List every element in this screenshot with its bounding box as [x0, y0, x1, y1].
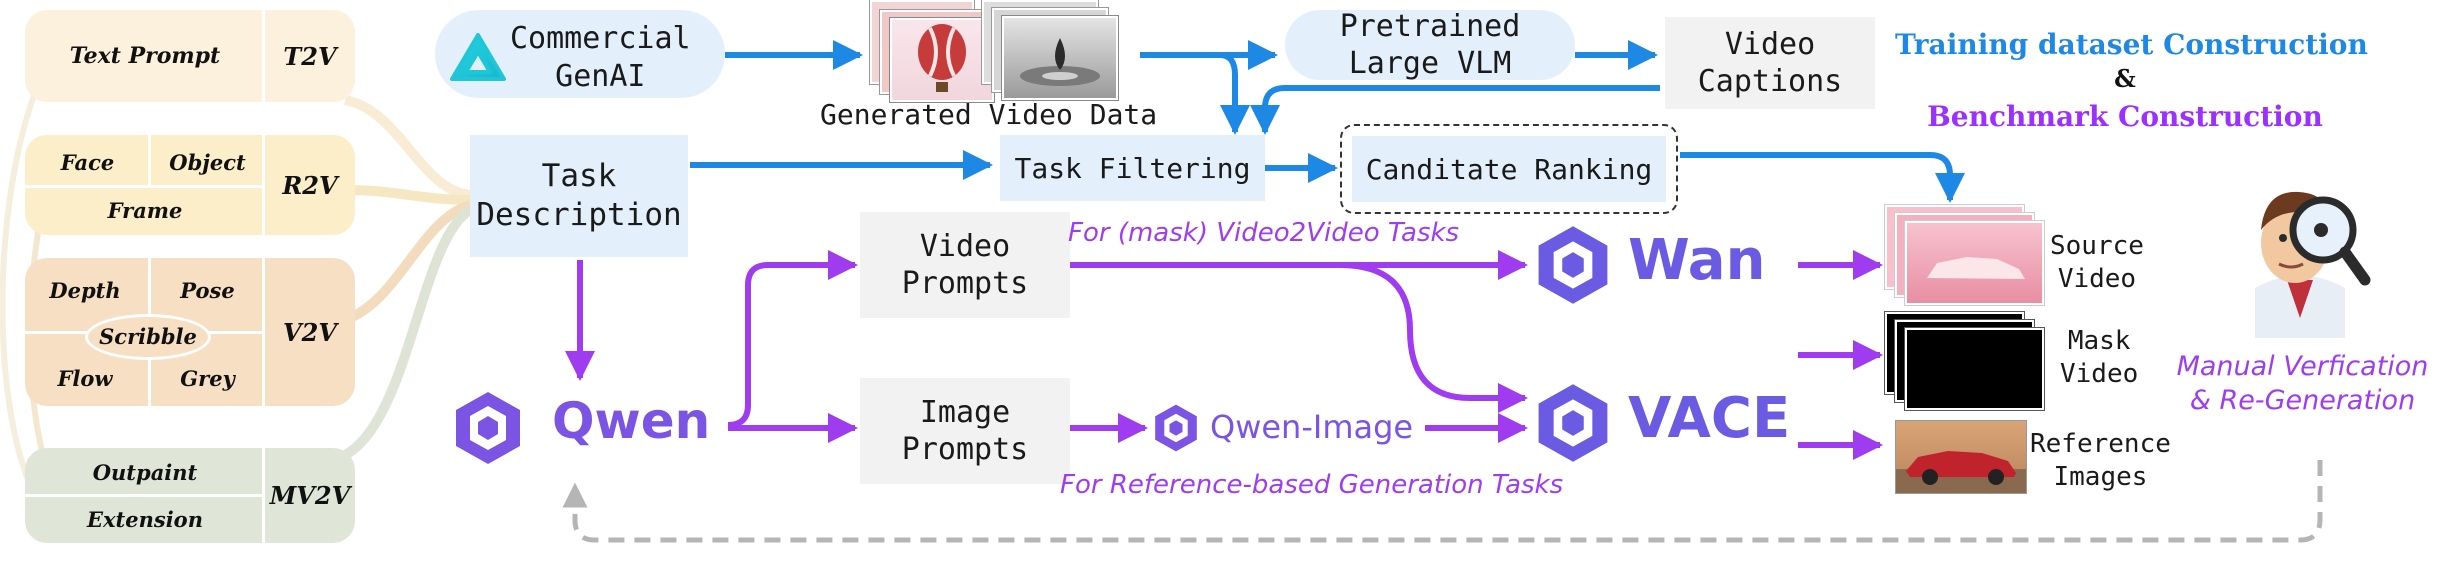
annotation-reference-tasks: For Reference-based Generation Tasks [1060, 470, 1564, 500]
r2v-face: Face [60, 149, 115, 175]
v2v-label: V2V [283, 317, 337, 347]
arrow-qwen-to-video-prompts [727, 250, 858, 428]
mv2v-extension: Extension [87, 506, 203, 532]
water-drop-thumbnail [1002, 16, 1118, 100]
task-description-node [470, 135, 688, 257]
annotation-v2v-tasks: For (mask) Video2Video Tasks [1068, 218, 1460, 248]
purple-arrows [565, 250, 1883, 460]
v2v-grey: Grey [180, 365, 235, 391]
wan-label: Wan [1628, 228, 1766, 293]
video-prompts-node [860, 212, 1070, 318]
r2v-object: Object [169, 149, 246, 175]
commercial-genai-label: Commercial GenAI [510, 21, 691, 94]
task-description-label: Task Description [476, 158, 682, 233]
v2v-scribble: Scribble [99, 323, 197, 349]
r2v-label: R2V [282, 170, 338, 200]
qwen-image-label: Qwen-Image [1210, 408, 1414, 446]
t2v-text-prompt: Text Prompt [69, 43, 221, 69]
r2v-divider-h [25, 185, 265, 188]
balloon-thumbnail [890, 18, 994, 102]
t2v-divider [262, 10, 265, 102]
red-car-icon [1896, 451, 2026, 493]
arrow-ranking-to-outputs [1680, 152, 1965, 203]
qwen-label: Qwen [552, 392, 711, 450]
title-benchmark: Benchmark Construction [1927, 100, 2323, 133]
arrow-prompts-to-vace [1339, 262, 1528, 413]
qwen-logo-icon [456, 392, 520, 464]
v2v-depth: Depth [49, 277, 121, 303]
generated-video-data-label: Generated Video Data [820, 98, 1158, 131]
v2v-pose: Pose [180, 277, 235, 303]
wan-logo-icon [1538, 226, 1608, 304]
mv2v-divider [262, 448, 265, 543]
vace-label: VACE [1628, 386, 1791, 451]
car-silhouette-icon [1927, 257, 2025, 279]
water-drop-icon [1020, 38, 1100, 86]
v2v-flow: Flow [57, 365, 113, 391]
reference-images-label: Reference Images [2030, 429, 2171, 492]
mask-video-label: Mask Video [2060, 326, 2139, 389]
task-filtering-label: Task Filtering [1014, 151, 1251, 185]
candidate-ranking-inner [1352, 136, 1666, 202]
hot-air-balloon-icon [918, 24, 966, 92]
title-amp: & [2114, 64, 2136, 93]
qwen-image-logo-icon [1155, 404, 1197, 452]
image-prompts-node [860, 378, 1070, 484]
v2v-scribble-ellipse [85, 314, 211, 360]
reference-image-thumbnail [1895, 420, 2027, 494]
pretrained-vlm-node [1285, 10, 1575, 80]
blue-arrows [690, 40, 1965, 203]
mask-video-thumbnails [1885, 312, 2045, 412]
mv2v-label: MV2V [269, 481, 351, 510]
arrow-regeneration-loop [562, 460, 2323, 543]
source-frame-front [1905, 221, 2044, 305]
video-prompts-label: Video Prompts [901, 228, 1029, 302]
arrow-data-to-filtering [1219, 52, 1250, 135]
video-captions-label: Video Captions [1697, 26, 1843, 100]
r2v-frame: Frame [107, 197, 183, 223]
inspector-person-icon [2255, 191, 2371, 338]
source-video-thumbnails [1885, 205, 2045, 305]
image-prompts-label: Image Prompts [901, 394, 1029, 468]
candidate-ranking-label: Canditate Ranking [1365, 152, 1653, 186]
mv2v-divider-h [25, 494, 265, 497]
candidate-ranking-node [1340, 124, 1678, 214]
v2v-divider [262, 258, 265, 406]
title-training: Training dataset Construction [1895, 28, 2368, 61]
arrow-captions-to-filtering [1250, 85, 1660, 135]
r2v-divider-v1 [148, 135, 151, 185]
generated-video-thumbnails [870, 0, 1140, 102]
genai-logo-icon [450, 33, 506, 81]
pretrained-vlm-label: Pretrained Large VLM [1339, 8, 1521, 82]
mask-frame-front [1905, 328, 2044, 410]
group-t2v [25, 10, 355, 102]
mv2v-outpaint: Outpaint [92, 459, 198, 485]
manual-verification-label: Manual Verfication & Re-Generation [2176, 351, 2429, 416]
video-captions-node [1665, 17, 1875, 109]
vace-logo-icon [1538, 384, 1608, 462]
source-video-label: Source Video [2050, 231, 2144, 294]
r2v-divider [262, 135, 265, 235]
task-filtering-node [1000, 135, 1265, 201]
t2v-label: T2V [283, 41, 337, 71]
